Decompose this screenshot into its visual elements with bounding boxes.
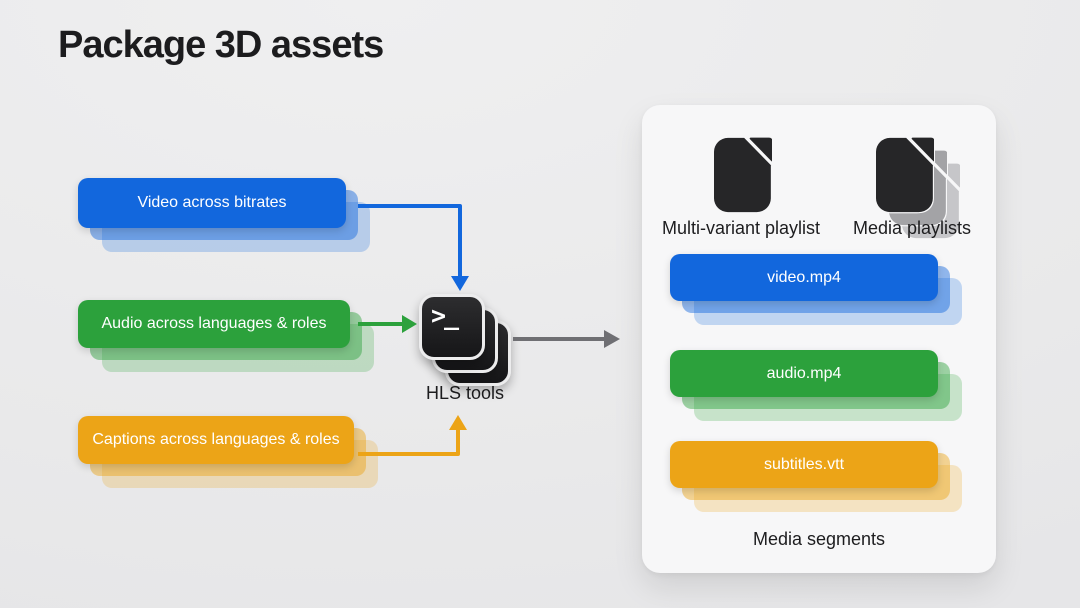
output-box-audio-label: audio.mp4 (766, 364, 842, 382)
input-box-audio-label: Audio across languages & roles (101, 315, 327, 332)
input-stack-video: Video across bitrates (78, 178, 370, 252)
terminal-icon-front: >_ (419, 294, 485, 360)
output-box-subtitles: subtitles.vtt (670, 441, 938, 488)
terminal-icon: >_ (419, 294, 511, 386)
output-box-video-label: video.mp4 (767, 268, 841, 286)
input-stack-audio: Audio across languages & roles (78, 300, 374, 372)
input-box-captions: Captions across languages & roles (78, 416, 354, 464)
input-box-video-label: Video across bitrates (137, 194, 287, 211)
input-stack-captions: Captions across languages & roles (78, 416, 378, 488)
output-stack-subtitles: subtitles.vtt (670, 441, 962, 512)
output-stack-audio: audio.mp4 (670, 350, 962, 421)
document-icon (714, 135, 772, 215)
output-box-subtitles-label: subtitles.vtt (763, 455, 845, 473)
terminal-prompt-glyph: >_ (431, 301, 459, 330)
output-panel: Multi-variant playlist Media playlists v… (642, 105, 996, 573)
input-box-audio: Audio across languages & roles (78, 300, 350, 348)
input-box-video: Video across bitrates (78, 178, 346, 228)
arrow-video-to-hls (358, 204, 469, 291)
page-title: Package 3D assets (58, 24, 384, 66)
output-box-video: video.mp4 (670, 254, 938, 301)
hls-tools-label: HLS tools (425, 383, 505, 403)
documents-stack-icon (876, 135, 960, 241)
multi-variant-playlist-label: Multi-variant playlist (661, 218, 821, 238)
output-box-audio: audio.mp4 (670, 350, 938, 397)
arrow-hls-to-output (513, 330, 620, 348)
media-playlists-label: Media playlists (852, 218, 972, 238)
output-stack-video: video.mp4 (670, 254, 962, 325)
input-box-captions-label: Captions across languages & roles (92, 431, 340, 448)
media-segments-caption: Media segments (752, 529, 886, 549)
